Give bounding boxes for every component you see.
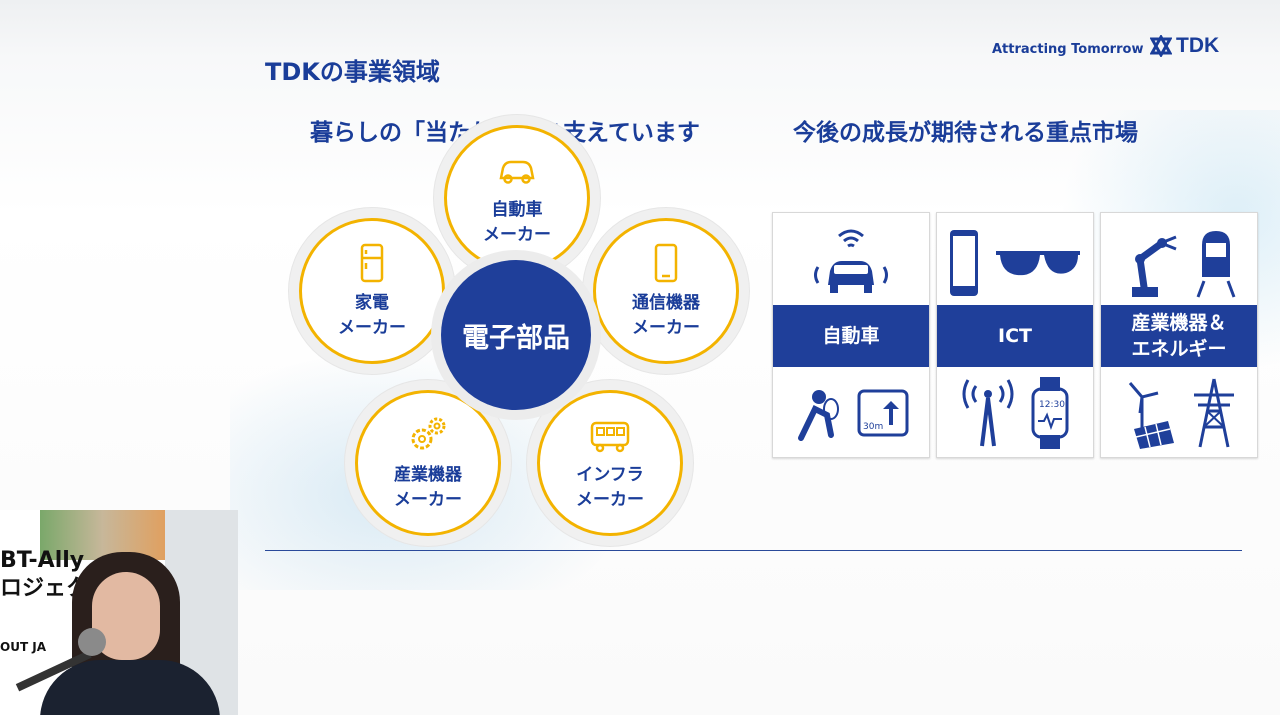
market-card-ict: ICT 12:30: [936, 212, 1094, 458]
smartwatch-icon: 12:30: [1031, 377, 1069, 449]
petal-line2: メーカー: [483, 225, 551, 245]
petal-line2: メーカー: [632, 318, 700, 338]
petal-line1: 自動車: [491, 200, 543, 220]
smartphone-icon: [654, 243, 678, 283]
petal-industrial: 産業機器 メーカー: [355, 390, 501, 536]
presenter-body: [40, 660, 220, 715]
card-band: 自動車: [773, 305, 929, 367]
slide-title: TDKの事業領域: [265, 58, 440, 86]
webcam-overlay: BT-Ally ロジェク OUT JA: [0, 510, 238, 715]
gears-icon: [411, 417, 446, 450]
smart-glasses-icon: [996, 251, 1080, 276]
divider-line: [265, 550, 1242, 551]
petal-automotive: 自動車 メーカー: [444, 125, 590, 271]
card-band: 産業機器＆ エネルギー: [1101, 305, 1257, 367]
petal-line2: メーカー: [394, 490, 462, 510]
tdk-logo-mark-icon: [1150, 35, 1172, 57]
market-label: 産業機器＆ エネルギー: [1131, 310, 1226, 362]
petal-line1: 産業機器: [394, 465, 462, 485]
petal-line1: 通信機器: [632, 293, 700, 313]
connected-car-icon: [814, 229, 888, 293]
robot-arm-icon: [1132, 235, 1177, 297]
card-band: ICT: [937, 305, 1093, 367]
navigation-icon: 30m: [857, 389, 909, 437]
market-card-industrial-energy: 産業機器＆ エネルギー: [1100, 212, 1258, 458]
microphone-icon: [78, 628, 106, 656]
petal-infrastructure: インフラ メーカー: [537, 390, 683, 536]
poster-photo: [40, 510, 165, 560]
train-icon: [1196, 231, 1236, 298]
center-electronic-components: 電子部品: [441, 260, 591, 410]
watch-time-text: 12:30: [1039, 400, 1065, 410]
refrigerator-icon: [360, 243, 384, 283]
market-card-automotive: 自動車 30m: [772, 212, 930, 458]
nav-distance-text: 30m: [863, 422, 883, 432]
antenna-tower-icon: [962, 379, 1014, 447]
petal-line2: メーカー: [338, 318, 406, 338]
car-icon: [499, 160, 535, 184]
market-label: ICT: [998, 325, 1032, 347]
right-heading: 今後の成長が期待される重点市場: [793, 120, 1138, 146]
market-label: 自動車: [822, 325, 880, 347]
market-label-line2: エネルギー: [1131, 338, 1227, 360]
card-bottom-icons: 12:30: [937, 373, 1093, 453]
power-tower-icon: [1194, 378, 1234, 448]
card-top-icons: [1101, 223, 1257, 303]
poster-text-line1: BT-Ally: [0, 548, 85, 573]
petal-telecom: 通信機器 メーカー: [593, 218, 739, 364]
card-bottom-icons: [1101, 373, 1257, 453]
center-label: 電子部品: [462, 322, 570, 354]
market-label-line1: 産業機器＆: [1131, 312, 1227, 334]
card-top-icons: [937, 223, 1093, 303]
petal-appliances: 家電 メーカー: [299, 218, 445, 364]
tdk-logo: TDK: [1150, 34, 1219, 58]
smartphone-icon: [950, 230, 978, 296]
poster-text-line3: OUT JA: [0, 640, 47, 654]
logo-text: TDK: [1176, 34, 1220, 57]
petal-line1: 家電: [355, 293, 389, 313]
petal-line2: メーカー: [576, 490, 644, 510]
card-bottom-icons: 30m: [773, 373, 929, 453]
bus-icon: [590, 421, 630, 453]
tagline: Attracting Tomorrow: [992, 42, 1144, 57]
petal-line1: インフラ: [576, 465, 644, 485]
card-top-icons: [773, 223, 929, 303]
wind-solar-icon: [1128, 382, 1174, 449]
airbag-icon: [798, 390, 839, 441]
